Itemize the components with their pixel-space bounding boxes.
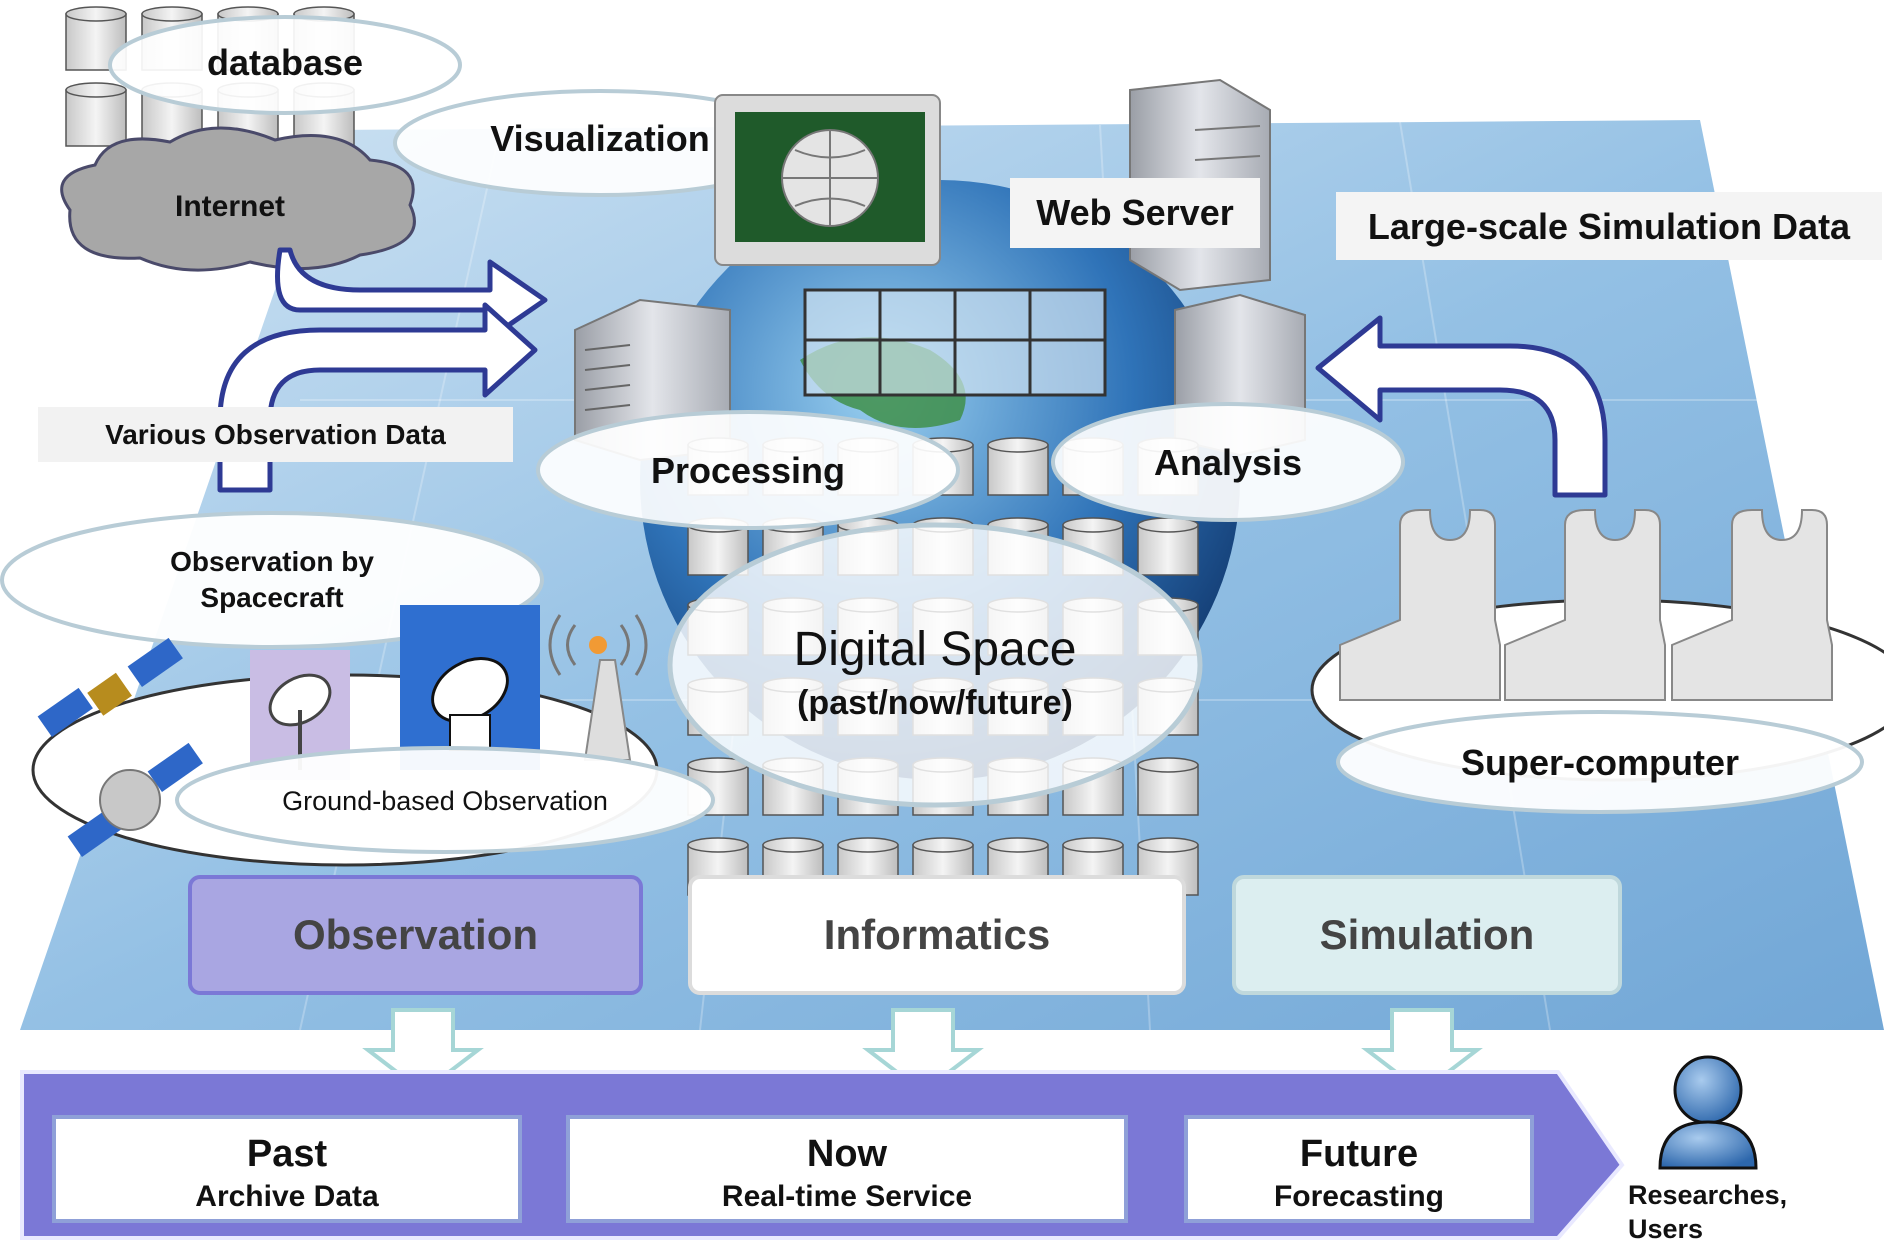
storage-cylinder-top	[987, 837, 1049, 853]
future-subtitle: Forecasting	[1273, 1180, 1445, 1213]
radio-tower-icon	[548, 614, 648, 761]
storage-cylinder	[1137, 764, 1199, 816]
storage-cylinder-top	[1062, 837, 1124, 853]
user-icon	[1658, 1055, 1758, 1170]
visualization-label: Visualization	[490, 118, 710, 159]
database-label: database	[206, 42, 364, 83]
storage-cylinder-top	[1062, 517, 1124, 533]
monitor-globe-icon	[714, 94, 941, 266]
future-title: Future	[1299, 1133, 1419, 1175]
spacecraft-label-line1: Observation by	[170, 546, 374, 577]
timeline-now: Now Real-time Service	[566, 1115, 1128, 1223]
users-label-line1: Researches,	[1628, 1180, 1788, 1210]
data-flow-arrows	[217, 247, 548, 493]
spacecraft-label-line2: Spacecraft	[200, 582, 344, 613]
storage-cylinder-top	[1137, 837, 1199, 853]
ground-bubble	[175, 746, 715, 854]
analysis-bubble	[1051, 402, 1405, 522]
storage-cylinder	[687, 524, 749, 576]
storage-cylinder-top	[687, 837, 749, 853]
digital-space-title: Digital Space	[793, 623, 1077, 676]
storage-cylinder	[987, 444, 1049, 496]
users-label-line2: Users	[1628, 1214, 1704, 1244]
radio-telescope-icon	[400, 605, 540, 770]
supercomputer-icon	[1339, 509, 1833, 701]
past-title: Past	[246, 1133, 328, 1175]
ground-based-label: Ground-based Observation	[282, 786, 608, 816]
processing-label: Processing	[650, 450, 846, 491]
digital-space-subtitle: (past/now/future)	[797, 684, 1073, 722]
storage-cylinder-top	[762, 837, 824, 853]
category-simulation: Simulation	[1232, 875, 1622, 995]
cloud-icon	[60, 126, 416, 272]
simulation-flow-arrow	[1315, 315, 1608, 498]
super-computer-label: Super-computer	[1460, 742, 1740, 783]
screen-grid	[803, 288, 1107, 397]
category-observation: Observation	[188, 875, 643, 995]
various-obs-label-bg	[38, 407, 513, 462]
category-informatics: Informatics	[688, 875, 1186, 995]
web-server-label: Web Server	[1036, 192, 1234, 233]
analysis-label: Analysis	[1153, 442, 1303, 483]
storage-cylinder-top	[912, 837, 974, 853]
timeline-past: Past Archive Data	[52, 1115, 522, 1223]
web-server-label-bg	[1010, 178, 1260, 248]
now-title: Now	[806, 1133, 888, 1175]
storage-cylinder-top	[987, 437, 1049, 453]
storage-cylinder-top	[1137, 757, 1199, 773]
digital-space-bubble	[667, 522, 1203, 808]
past-subtitle: Archive Data	[195, 1180, 379, 1213]
timeline-future: Future Forecasting	[1184, 1115, 1534, 1223]
internet-label: Internet	[174, 190, 285, 223]
large-scale-label-bg	[1336, 192, 1882, 260]
database-bubble	[108, 15, 462, 115]
now-subtitle: Real-time Service	[721, 1180, 973, 1213]
supercomputer-bubble	[1336, 710, 1864, 814]
storage-cylinder-top	[837, 837, 899, 853]
storage-cylinder	[1137, 524, 1199, 576]
large-scale-label: Large-scale Simulation Data	[1367, 206, 1851, 247]
processing-bubble	[536, 410, 960, 530]
satellite-icon	[37, 637, 203, 857]
various-obs-label: Various Observation Data	[105, 419, 446, 450]
